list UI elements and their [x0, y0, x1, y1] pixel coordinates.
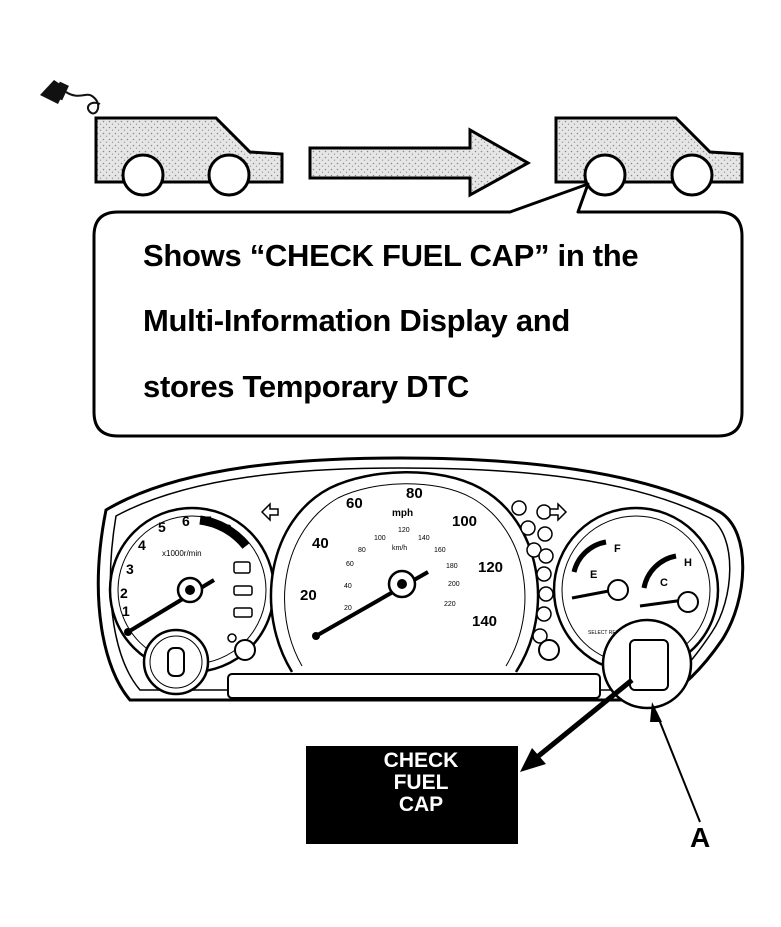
kmh-tick-100: 100 [374, 535, 386, 542]
callout-line-2: Multi-Information Display and [143, 303, 571, 338]
tach-tick-7: 7 [204, 513, 212, 529]
mid-line-fuel: FUEL [393, 771, 449, 794]
label-a-leader [650, 702, 701, 823]
mph-tick-120: 120 [478, 559, 503, 576]
tach-tick-1: 1 [122, 603, 130, 619]
temp-cold-label: C [660, 577, 668, 589]
kmh-tick-160: 160 [434, 547, 446, 554]
label-a: A [690, 822, 711, 853]
mid-line-check: CHECK [383, 749, 459, 772]
kmh-tick-120: 120 [398, 527, 410, 534]
kmh-tick-60: 60 [346, 561, 354, 568]
callout-line-3: stores Temporary DTC [143, 369, 469, 404]
speedometer: 20 40 60 80 100 120 140 mph 20 40 60 80 … [269, 471, 540, 673]
car-icon [94, 116, 284, 197]
tach-tick-8: 8 [224, 521, 232, 537]
mph-unit: mph [392, 508, 413, 519]
kmh-tick-180: 180 [446, 563, 458, 570]
tach-tick-6: 6 [182, 513, 190, 529]
mph-tick-40: 40 [312, 535, 329, 552]
mid-line-cap: CAP [398, 793, 444, 816]
kmh-unit: km/h [392, 545, 407, 552]
kmh-tick-40: 40 [344, 583, 352, 590]
tach-unit: x1000r/min [162, 549, 202, 558]
mph-tick-80: 80 [406, 485, 423, 502]
car-icon [554, 116, 744, 197]
tach-tick-2: 2 [120, 585, 128, 601]
kmh-tick-20: 20 [344, 605, 352, 612]
tach-tick-4: 4 [138, 537, 146, 553]
door-indicator [142, 628, 256, 696]
temp-hot-label: H [684, 557, 692, 569]
kmh-tick-220: 220 [444, 601, 456, 608]
kmh-tick-80: 80 [358, 547, 366, 554]
callout-line-1: Shows “CHECK FUEL CAP” in the [143, 238, 639, 273]
tach-tick-5: 5 [158, 519, 166, 535]
fuel-cap-icon [40, 80, 101, 115]
tach-tick-3: 3 [126, 561, 134, 577]
fuel-full-label: F [614, 543, 621, 555]
kmh-tick-200: 200 [448, 581, 460, 588]
mph-tick-100: 100 [452, 513, 477, 530]
check-fuel-cap-display [306, 746, 518, 844]
select-reset-label: SELECT RESET [588, 630, 625, 636]
instrument-cluster: 1 2 3 4 5 6 7 8 x1000r/min [96, 456, 745, 710]
pointer-arrow [520, 678, 634, 772]
turn-signal-icon [260, 502, 568, 522]
arrow-right-icon [308, 127, 532, 198]
fuel-empty-label: E [590, 569, 597, 581]
kmh-tick-140: 140 [418, 535, 430, 542]
mph-tick-140: 140 [472, 613, 497, 630]
mph-tick-60: 60 [346, 495, 363, 512]
callout-box [92, 182, 744, 438]
mph-tick-20: 20 [300, 587, 317, 604]
